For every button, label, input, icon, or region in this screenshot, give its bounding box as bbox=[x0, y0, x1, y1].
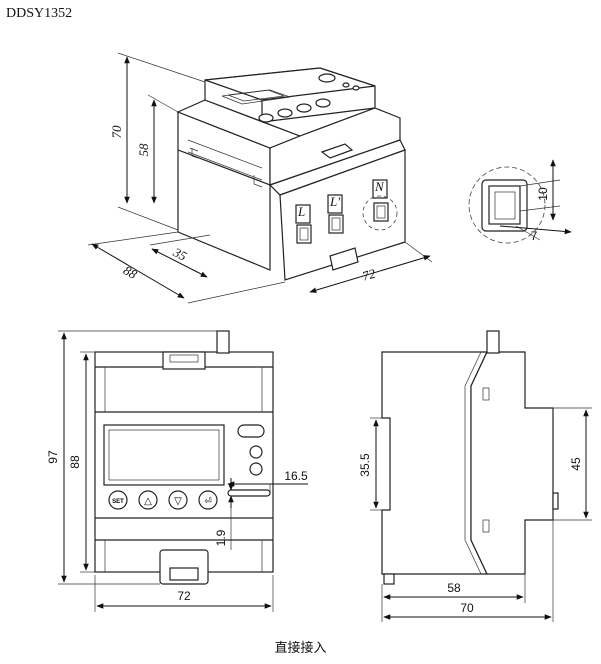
up-button-label: △ bbox=[144, 496, 152, 507]
side-dim-depth-body: 58 bbox=[447, 581, 461, 595]
side-view: 35.5 45 58 70 bbox=[358, 330, 592, 622]
terminal-label-l: L bbox=[297, 204, 305, 219]
side-dim-depth-total: 70 bbox=[460, 601, 474, 615]
iso-dim-depth-step: 35 bbox=[170, 244, 190, 264]
iso-dim-width: 72 bbox=[360, 266, 377, 284]
iso-dim-depth-total: 88 bbox=[121, 262, 140, 282]
front-dim-body-height: 88 bbox=[68, 455, 82, 469]
detail-dim-height: 10 bbox=[536, 187, 550, 201]
terminal-detail: 10 7 bbox=[468, 159, 572, 244]
iso-dim-height-body: 58 bbox=[136, 143, 151, 157]
side-dim-step-height: 45 bbox=[569, 457, 583, 471]
iso-dim-height-total: 70 bbox=[109, 125, 124, 139]
terminal-label-l-prime: L' bbox=[329, 194, 340, 209]
model-label: DDSY1352 bbox=[6, 6, 73, 21]
front-dim-slot-width: 16.5 bbox=[284, 469, 308, 483]
front-dim-outer-height: 97 bbox=[46, 450, 60, 464]
side-dim-rail-height: 35.5 bbox=[358, 453, 372, 477]
front-view: SET △ ▽ ⏎ 97 88 72 16.5 1.9 bbox=[46, 330, 308, 612]
figure-caption: 直接接入 bbox=[274, 641, 327, 656]
front-dim-width: 72 bbox=[177, 589, 191, 603]
down-button-label: ▽ bbox=[174, 496, 182, 507]
terminal-label-n: N bbox=[374, 179, 385, 194]
set-button-label: SET bbox=[112, 499, 124, 505]
enter-button-label: ⏎ bbox=[204, 497, 212, 507]
isometric-view: L L' N 70 58 88 35 72 bbox=[87, 52, 433, 304]
front-dim-slot-height: 1.9 bbox=[214, 529, 228, 546]
detail-dim-width: 7 bbox=[531, 229, 538, 243]
